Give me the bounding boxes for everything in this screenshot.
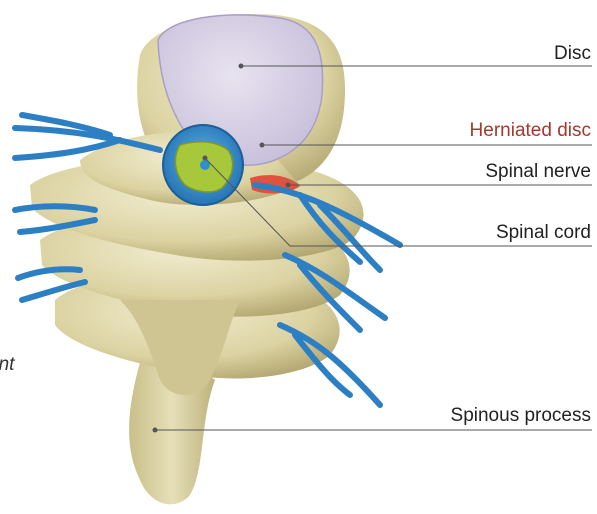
- spinal-cord-label: Spinal cord: [496, 223, 591, 242]
- spinal-nerve-label: Spinal nerve: [485, 162, 591, 181]
- spinal-cord: [163, 125, 243, 205]
- spinous-process-label: Spinous process: [451, 406, 591, 425]
- disc-label: Disc: [554, 44, 591, 63]
- herniated-disc-label: Herniated disc: [470, 121, 591, 140]
- clipped-label-fragment: ent: [0, 354, 14, 376]
